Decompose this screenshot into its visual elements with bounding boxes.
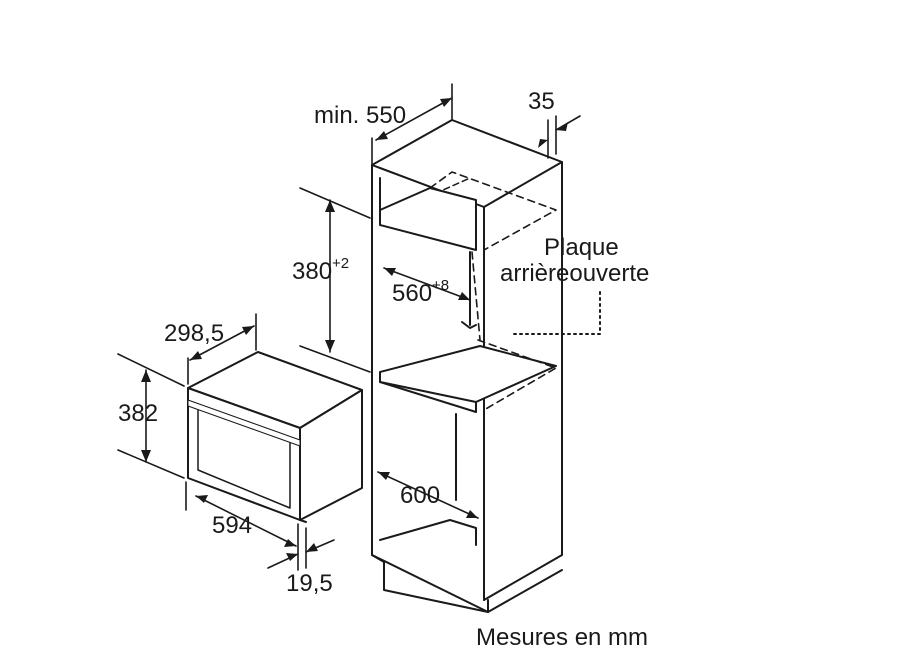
niche-shelf <box>379 345 557 403</box>
cabinet-plinth <box>371 554 489 613</box>
niche-height-tolerance: +2 <box>332 255 350 272</box>
niche-width-value: 560 <box>392 280 433 307</box>
cabinet-width-label: 600 <box>400 484 440 508</box>
rear-gap-label: 35 <box>528 90 555 114</box>
niche-height-value: 380 <box>292 258 333 285</box>
rear-panel-label-line2: arrièreouverte <box>500 262 649 286</box>
front-depth-label: 19,5 <box>286 572 333 596</box>
cabinet-right-side <box>483 161 563 601</box>
rear-panel-text-1: Plaque <box>544 234 619 261</box>
rear-panel-text-2: arrièreouverte <box>500 260 650 287</box>
cabinet-top <box>371 119 563 208</box>
units-note: Mesures en mm <box>476 626 648 650</box>
appliance <box>187 351 363 523</box>
appliance-width-label: 594 <box>212 514 252 538</box>
cabinet-depth-value: min. 550 <box>314 102 407 129</box>
niche-height-label: 380+2 <box>292 255 350 285</box>
front-depth-value: 19,5 <box>286 570 333 597</box>
tall-cabinet <box>371 119 563 613</box>
dimension-lines <box>117 83 581 571</box>
cabinet-depth-label: min. 550 <box>314 104 406 128</box>
appliance-width-value: 594 <box>212 512 253 539</box>
rear-opening-dashes <box>429 171 557 411</box>
cabinet-width-value: 600 <box>400 482 441 509</box>
niche-width-tolerance: +8 <box>432 277 450 294</box>
appliance-depth-label: 298,5 <box>164 322 224 346</box>
niche-width-label: 560+8 <box>392 277 450 307</box>
rear-panel-label-line1: Plaque <box>544 236 619 260</box>
rear-gap-value: 35 <box>528 88 555 115</box>
appliance-depth-value: 298,5 <box>164 320 225 347</box>
appliance-height-label: 382 <box>118 402 158 426</box>
upper-shelf <box>379 187 477 251</box>
arrowheads <box>141 98 568 561</box>
units-note-text: Mesures en mm <box>476 624 649 651</box>
appliance-control-strip <box>187 399 301 447</box>
rear-panel-pointer <box>513 289 601 335</box>
appliance-height-value: 382 <box>118 400 159 427</box>
